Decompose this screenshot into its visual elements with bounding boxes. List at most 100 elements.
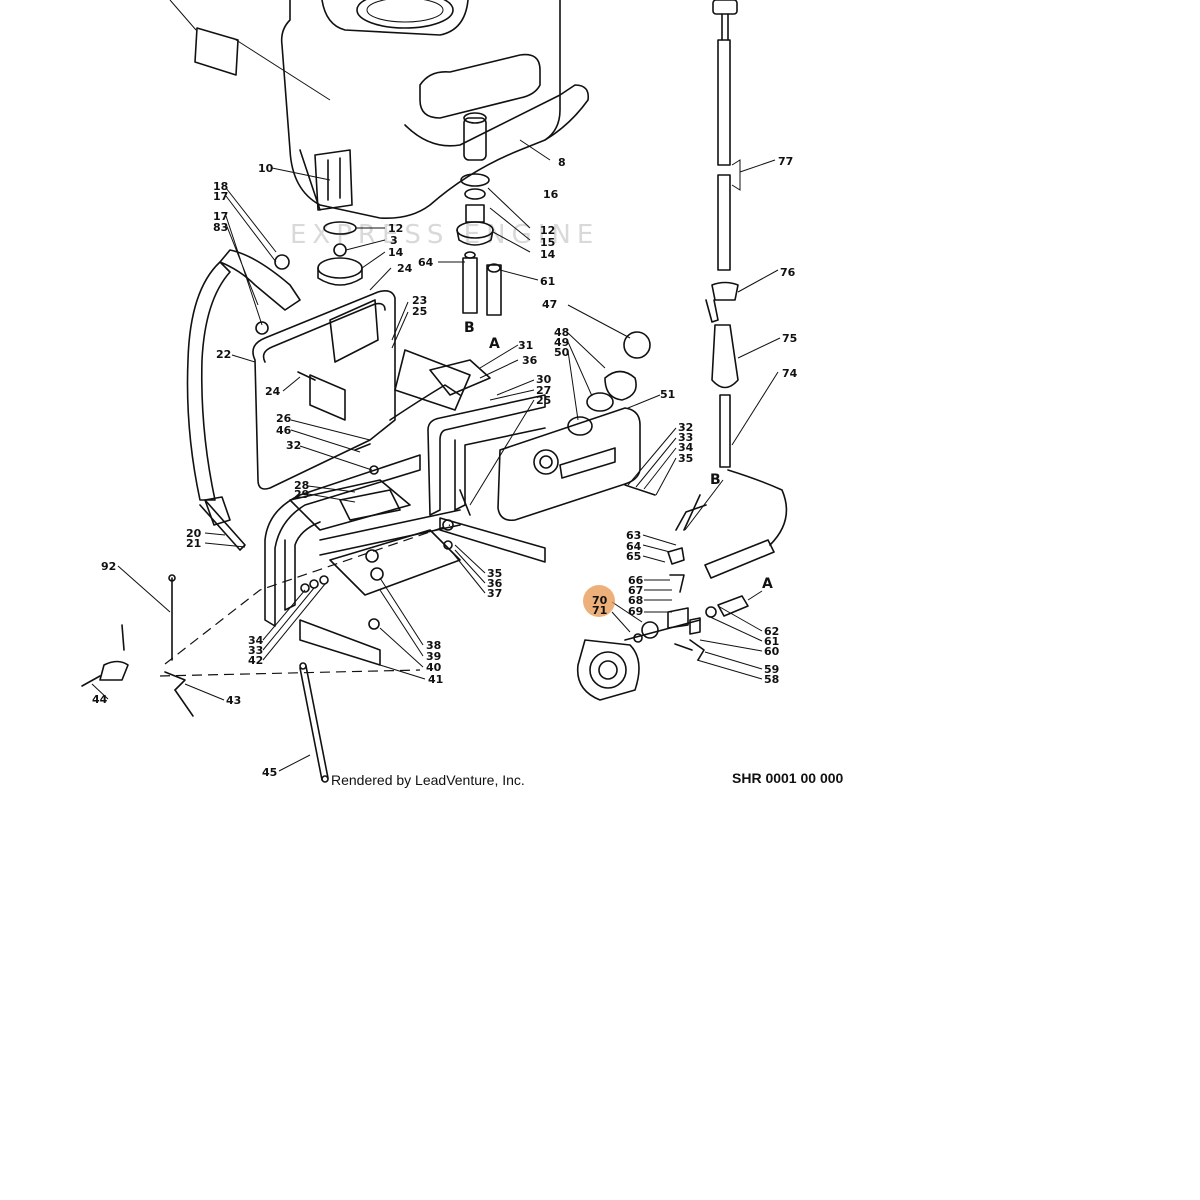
callout-24[interactable]: 24 [265,385,281,398]
callout-16[interactable]: 16 [543,188,559,201]
callout-23[interactable]: 23 [412,294,427,307]
callout-61[interactable]: 61 [540,275,555,288]
connector-a[interactable]: A [489,336,500,352]
callout-22[interactable]: 22 [216,348,231,361]
callout-63[interactable]: 63 [626,529,641,542]
mounting-brackets [309,349,491,421]
callout-47[interactable]: 47 [542,298,557,311]
bolts [297,371,656,630]
drawing-code: SHR 0001 00 000 [732,770,844,786]
pump-assembly [576,494,775,701]
callout-35[interactable]: 35 [487,567,502,580]
callout-71[interactable]: 71 [592,604,607,617]
back-frame [252,290,396,490]
callout-46[interactable]: 46 [276,424,292,437]
drain-fitting [271,149,353,211]
callout-12[interactable]: 12 [388,222,403,235]
callout-36[interactable]: 36 [487,577,503,590]
callout-74[interactable]: 74 [782,367,798,380]
callout-27[interactable]: 27 [536,384,551,397]
callout-32[interactable]: 32 [286,439,301,452]
callout-30[interactable]: 30 [536,373,552,386]
left-cap-assembly [317,221,386,286]
render-credit: Rendered by LeadVenture, Inc. [331,772,525,788]
callout-64[interactable]: 64 [418,256,434,269]
callout-14[interactable]: 14 [388,246,404,259]
callout-48[interactable]: 48 [554,326,569,339]
callout-3[interactable]: 3 [390,234,398,247]
callout-21[interactable]: 21 [186,537,201,550]
callout-labels: 8 10 16 12 3 14 12 15 14 18 17 17 83 24 … [92,155,798,779]
callout-29[interactable]: 29 [294,488,309,501]
callout-60[interactable]: 60 [764,645,780,658]
engine-plate [289,479,461,596]
callout-64[interactable]: 64 [626,540,642,553]
callout-67[interactable]: 67 [628,584,643,597]
callout-28[interactable]: 28 [294,479,309,492]
callout-8[interactable]: 8 [558,156,566,169]
callout-77[interactable]: 77 [778,155,793,168]
callout-35[interactable]: 35 [678,452,693,465]
callout-43[interactable]: 43 [226,694,241,707]
callout-41[interactable]: 41 [428,673,443,686]
connector-b[interactable]: B [710,472,721,488]
callout-69[interactable]: 69 [628,605,643,618]
callout-65[interactable]: 65 [626,550,641,563]
callout-25[interactable]: 25 [536,394,551,407]
callout-58[interactable]: 58 [764,673,779,686]
callout-36[interactable]: 36 [522,354,538,367]
short-hoses [438,251,539,316]
callout-68[interactable]: 68 [628,594,643,607]
callout-92[interactable]: 92 [101,560,116,573]
callout-38[interactable]: 38 [426,639,441,652]
right-cap-assembly [456,187,531,253]
callout-24[interactable]: 24 [397,262,413,275]
spray-lance [705,0,788,546]
label-sticker [169,0,331,101]
callout-14[interactable]: 14 [540,248,556,261]
callout-32[interactable]: 32 [678,421,693,434]
shoulder-strap [186,249,301,551]
support-rod [299,662,329,783]
callout-66[interactable]: 66 [628,574,644,587]
fuel-tank [497,331,651,522]
callout-25[interactable]: 25 [412,305,427,318]
callout-34[interactable]: 34 [248,634,264,647]
callout-61[interactable]: 61 [764,635,779,648]
callout-26[interactable]: 26 [276,412,292,425]
callout-51[interactable]: 51 [660,388,675,401]
callout-31[interactable]: 31 [518,339,533,352]
callout-59[interactable]: 59 [764,663,779,676]
callout-33[interactable]: 33 [248,644,263,657]
callout-76[interactable]: 76 [780,266,796,279]
callout-40[interactable]: 40 [426,661,442,674]
connector-a[interactable]: A [762,576,773,592]
callout-62[interactable]: 62 [764,625,779,638]
callout-18[interactable]: 18 [213,180,228,193]
spray-tank [280,0,590,220]
highlight-marker[interactable] [583,585,615,617]
callout-37[interactable]: 37 [487,587,502,600]
callout-10[interactable]: 10 [258,162,274,175]
callout-83[interactable]: 83 [213,221,228,234]
callout-33[interactable]: 33 [678,431,693,444]
callout-49[interactable]: 49 [554,336,569,349]
callout-42[interactable]: 42 [248,654,263,667]
callout-39[interactable]: 39 [426,650,441,663]
callout-20[interactable]: 20 [186,527,202,540]
callout-34[interactable]: 34 [678,441,694,454]
connector-b[interactable]: B [464,320,475,336]
callout-70[interactable]: 70 [592,594,608,607]
callout-17[interactable]: 17 [213,190,228,203]
callout-75[interactable]: 75 [782,332,797,345]
callout-44[interactable]: 44 [92,693,108,706]
callout-45[interactable]: 45 [262,766,277,779]
callout-17[interactable]: 17 [213,210,228,223]
leader-lines [91,139,763,772]
callout-50[interactable]: 50 [554,346,570,359]
callout-15[interactable]: 15 [540,236,555,249]
fill-pipe [460,112,490,200]
watermark: EXPRESS ENGINE [290,220,599,250]
callout-12[interactable]: 12 [540,224,555,237]
